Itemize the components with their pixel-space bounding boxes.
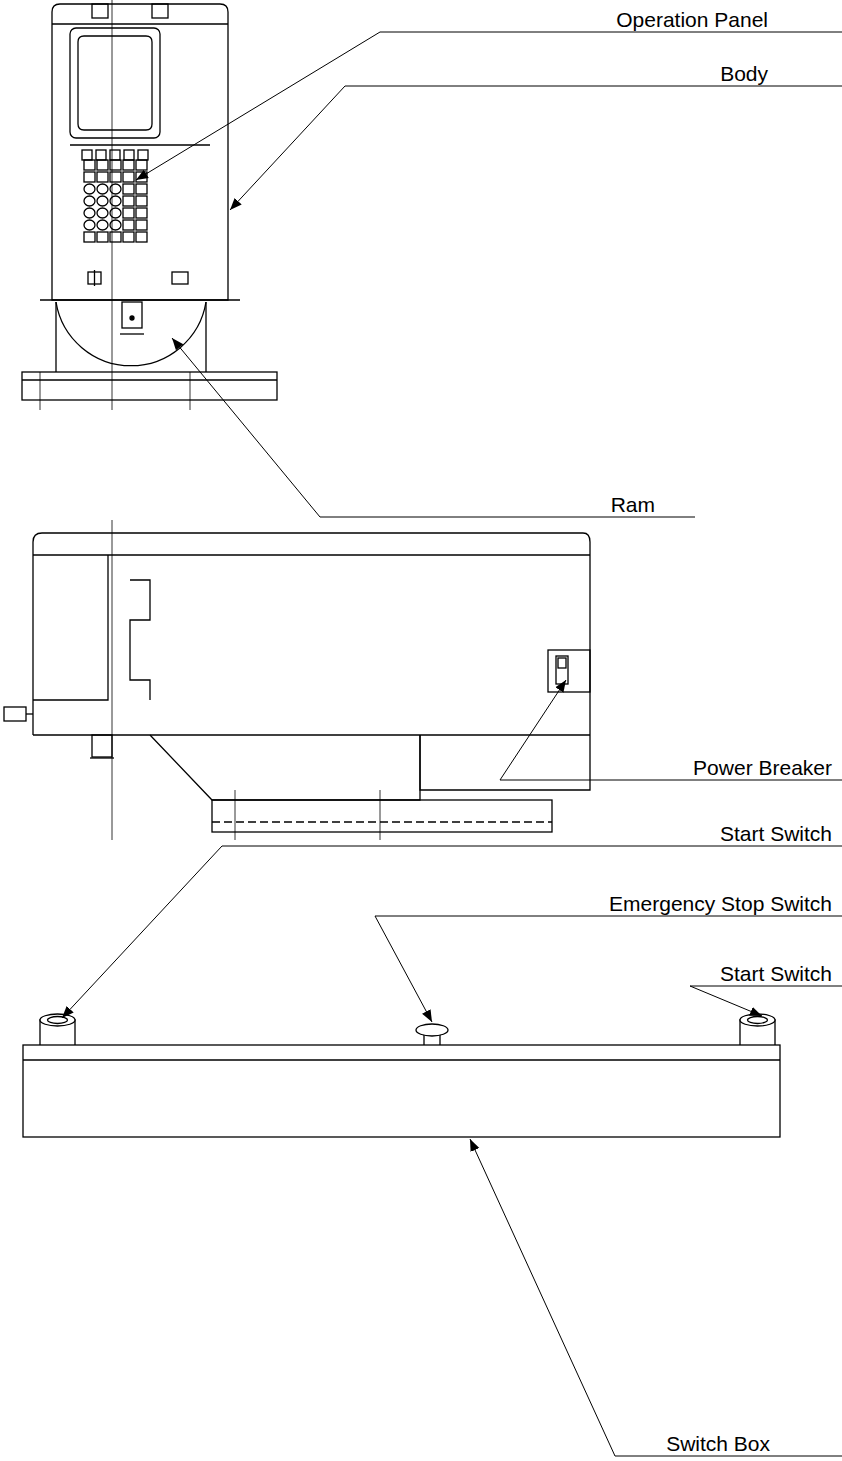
key xyxy=(84,184,95,194)
key xyxy=(110,208,121,218)
key xyxy=(110,196,121,206)
key xyxy=(110,172,121,182)
key xyxy=(84,172,95,182)
key xyxy=(123,220,134,230)
key xyxy=(97,184,108,194)
key xyxy=(123,232,134,242)
key xyxy=(84,220,95,230)
part-label: Start Switch xyxy=(720,822,832,845)
part-label: Power Breaker xyxy=(693,756,832,779)
part-label: Switch Box xyxy=(666,1432,770,1455)
key xyxy=(123,172,134,182)
key xyxy=(123,208,134,218)
key xyxy=(136,220,147,230)
key xyxy=(123,160,134,170)
key xyxy=(97,232,108,242)
part-label: Start Switch xyxy=(720,962,832,985)
key xyxy=(84,208,95,218)
key xyxy=(110,160,121,170)
key xyxy=(97,172,108,182)
key xyxy=(110,232,121,242)
key xyxy=(97,208,108,218)
key xyxy=(97,220,108,230)
key xyxy=(136,184,147,194)
key xyxy=(136,208,147,218)
key xyxy=(97,196,108,206)
key xyxy=(84,196,95,206)
key xyxy=(123,196,134,206)
key xyxy=(97,160,108,170)
part-label: Ram xyxy=(611,493,655,516)
part-label: Body xyxy=(720,62,768,85)
key xyxy=(84,232,95,242)
part-label: Operation Panel xyxy=(616,8,768,31)
part-label: Emergency Stop Switch xyxy=(609,892,832,915)
key xyxy=(84,160,95,170)
key xyxy=(136,232,147,242)
key xyxy=(123,184,134,194)
key xyxy=(136,196,147,206)
key xyxy=(110,220,121,230)
key xyxy=(110,184,121,194)
key xyxy=(136,160,147,170)
